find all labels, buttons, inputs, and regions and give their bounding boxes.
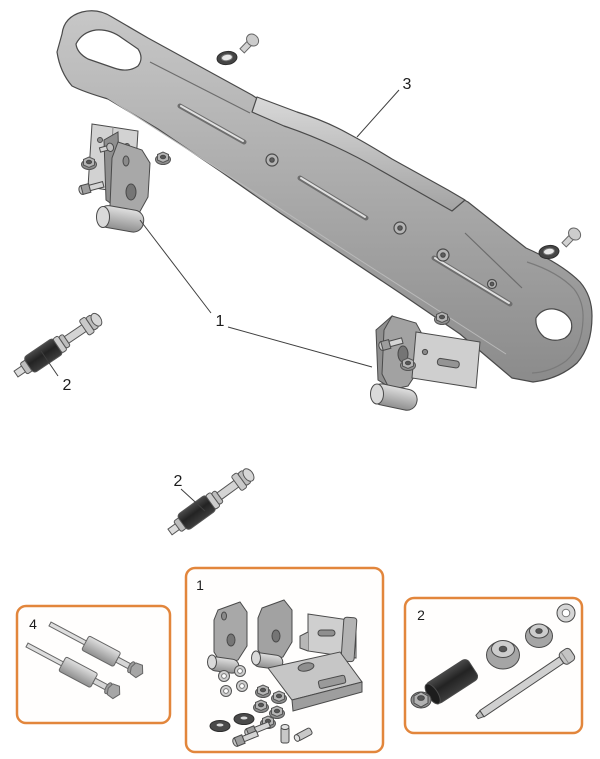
kit2-bushing-small	[525, 623, 553, 648]
kit-stud-1	[280, 724, 290, 744]
kit-box-1: 1	[184, 566, 385, 754]
callout-1: 1	[216, 313, 225, 330]
right-nut-top	[434, 311, 450, 325]
kit-box-4: 4	[15, 604, 172, 725]
right-small-bolt	[378, 337, 404, 351]
bar-body	[56, 10, 593, 383]
kit-box-2-label: 2	[417, 607, 425, 623]
kit2-bushing-large	[486, 640, 520, 670]
kit2-long-bolt	[475, 647, 576, 720]
kit-box-4-frame	[15, 604, 172, 725]
right-plate-slot	[436, 357, 460, 369]
left-nut-1	[81, 156, 97, 170]
kit-box-2: 2	[403, 596, 584, 735]
left-small-screw	[98, 142, 115, 153]
kit-bolt-2	[232, 730, 260, 747]
kit-stud-2	[293, 727, 313, 742]
left-bracket-hole	[125, 183, 137, 201]
right-bracket-tube-end	[370, 383, 384, 405]
callouts: 3 1 2 2	[40, 76, 412, 512]
callout-2-center: 2	[174, 473, 183, 490]
left-small-bolt	[78, 180, 105, 195]
kit-dished-washers	[209, 713, 255, 732]
right-bracket-assembly	[370, 311, 481, 411]
bar-screws	[265, 153, 498, 290]
kit2-flange-nut	[410, 691, 432, 709]
right-washer-bolt	[535, 223, 587, 261]
crossmember-bar	[56, 10, 593, 383]
kit2-washer	[556, 603, 576, 623]
kit-box-4-label: 4	[29, 616, 37, 632]
leader-3	[356, 89, 400, 138]
top-washer-bolt	[213, 29, 265, 67]
leader-2-left	[40, 350, 59, 377]
leader-2-center	[180, 488, 206, 512]
left-bracket-assembly	[78, 123, 171, 233]
kit-box-1-label: 1	[196, 577, 204, 593]
kit2-rubber-sleeve	[424, 659, 479, 705]
leader-1b	[227, 326, 373, 368]
left-bracket-tube-end	[96, 206, 110, 228]
callout-2-left: 2	[63, 377, 72, 394]
shock-bolt-left	[10, 308, 106, 383]
right-nut-mid	[400, 357, 416, 371]
bar-overlay-plate	[251, 96, 466, 212]
leader-1a	[139, 219, 212, 314]
left-nut-2	[155, 151, 171, 165]
callout-3: 3	[403, 76, 412, 93]
